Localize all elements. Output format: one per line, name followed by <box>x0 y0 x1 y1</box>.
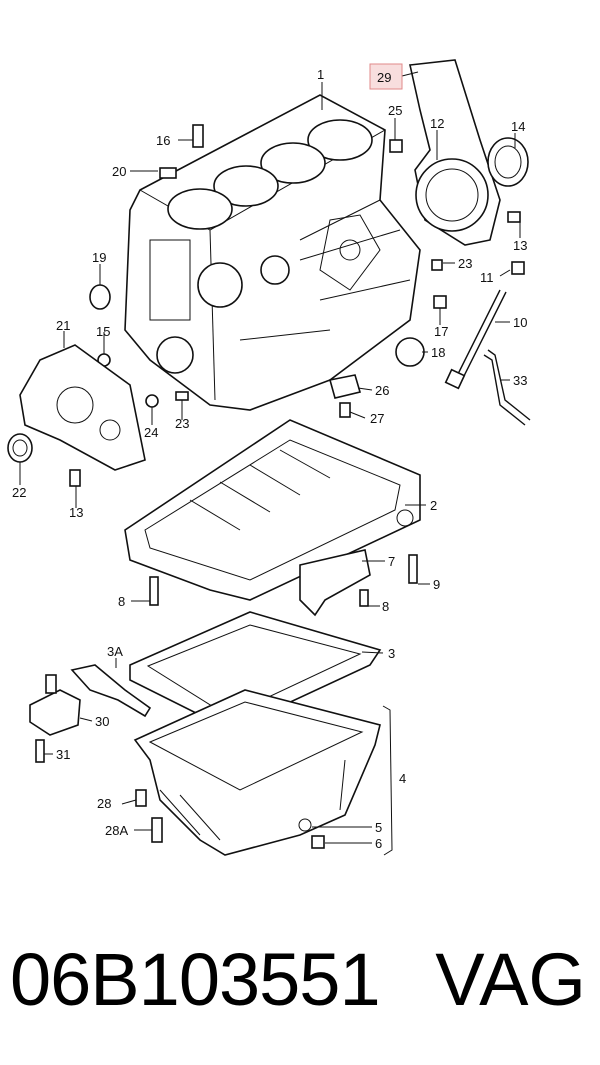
label-21: 21 <box>56 318 70 333</box>
part-labels: 1 29 25 12 14 16 20 13 19 23 11 10 15 21… <box>12 67 527 851</box>
label-15: 15 <box>96 324 110 339</box>
label-17: 17 <box>434 324 448 339</box>
label-1: 1 <box>317 67 324 82</box>
label-24: 24 <box>144 425 158 440</box>
oil-pump-housing <box>7 344 146 487</box>
label-23a: 23 <box>458 256 472 271</box>
oil-pan-gasket <box>129 611 382 731</box>
label-33: 33 <box>513 373 527 388</box>
footer: 06B103551 VAG <box>0 930 600 1040</box>
label-26: 26 <box>375 383 389 398</box>
label-2: 2 <box>430 498 437 513</box>
label-10: 10 <box>513 315 527 330</box>
oil-strainer <box>29 664 152 763</box>
leader-lines <box>19 71 521 856</box>
label-7: 7 <box>388 554 395 569</box>
label-16: 16 <box>156 133 170 148</box>
label-9: 9 <box>433 577 440 592</box>
label-19: 19 <box>92 250 106 265</box>
label-28: 28 <box>97 796 111 811</box>
label-13b: 13 <box>69 505 83 520</box>
highlight-box-29 <box>369 63 403 90</box>
label-31: 31 <box>56 747 70 762</box>
label-23b: 23 <box>175 416 189 431</box>
label-18: 18 <box>431 345 445 360</box>
label-14: 14 <box>511 119 525 134</box>
oil-pan <box>133 689 381 856</box>
label-8a: 8 <box>118 594 125 609</box>
rear-seal-flange <box>409 59 529 246</box>
engine-block <box>124 94 421 411</box>
label-12: 12 <box>430 116 444 131</box>
dipstick-tube <box>444 289 531 426</box>
label-5: 5 <box>375 820 382 835</box>
label-4: 4 <box>399 771 406 786</box>
label-27: 27 <box>370 411 384 426</box>
label-28A: 28A <box>105 823 128 838</box>
label-22: 22 <box>12 485 26 500</box>
brand-name: VAG <box>435 938 586 1021</box>
label-13a: 13 <box>513 238 527 253</box>
label-3: 3 <box>388 646 395 661</box>
label-6: 6 <box>375 836 382 851</box>
small-fasteners-upper <box>89 124 525 418</box>
bedplate <box>124 419 421 617</box>
label-29: 29 <box>377 70 391 85</box>
label-8b: 8 <box>382 599 389 614</box>
label-20: 20 <box>112 164 126 179</box>
exploded-parts-diagram: 1 29 25 12 14 16 20 13 19 23 11 10 15 21… <box>7 59 531 856</box>
label-3A: 3A <box>107 644 123 659</box>
part-number: 06B103551 <box>10 938 381 1021</box>
label-30: 30 <box>95 714 109 729</box>
label-25: 25 <box>388 103 402 118</box>
label-11: 11 <box>480 270 494 285</box>
